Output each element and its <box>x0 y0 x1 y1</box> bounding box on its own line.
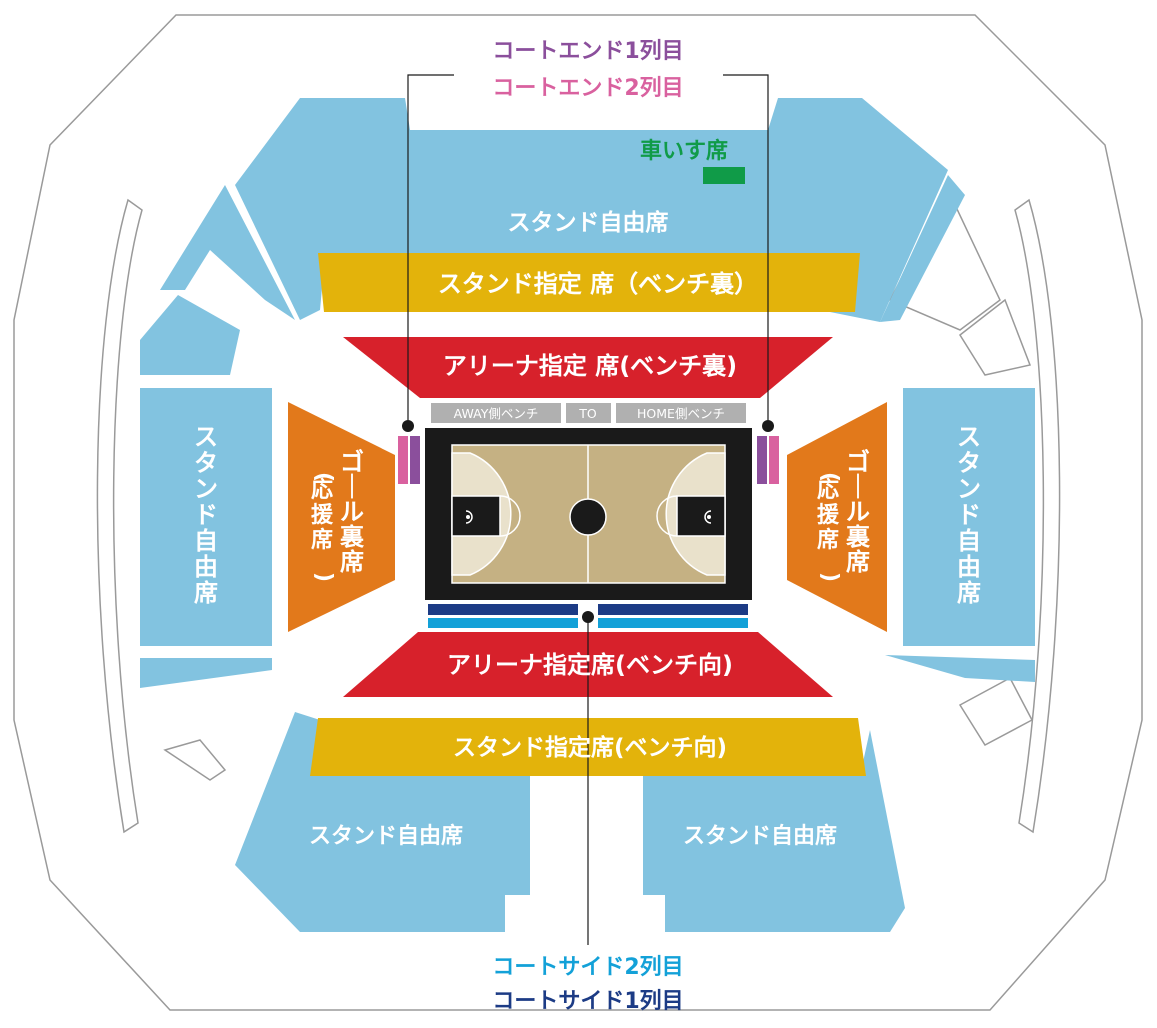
stand-free-bottom-left[interactable] <box>235 712 530 932</box>
arena-reserved-bench-front-label: アリーナ指定席(ベンチ向) <box>447 651 733 679</box>
corridor-left <box>96 198 143 834</box>
goal-back-right-main-label: ゴ｜ル裏席 <box>845 448 871 576</box>
stand-free-left-label: スタンド自由席 <box>194 423 218 607</box>
stand-free-right-lower-strip[interactable] <box>885 655 1035 682</box>
stand-free-right-block[interactable] <box>903 388 1035 646</box>
stand-free-top-label: スタンド自由席 <box>508 209 669 236</box>
venue-outline <box>13 14 1143 1011</box>
court-side-2-label: コートサイド2列目 <box>492 955 683 980</box>
home-bench-label-bg <box>616 403 746 423</box>
stand-free-bottom-left-label: スタンド自由席 <box>309 823 463 849</box>
arena-reserved-bench-back[interactable] <box>343 337 833 398</box>
stand-free-seating <box>140 98 1035 932</box>
court-side-row-2-right[interactable] <box>598 618 748 628</box>
goal-back-left-sub-label: (応援席) <box>311 472 336 582</box>
stand-free-bottom-right-label: スタンド自由席 <box>683 823 837 849</box>
away-bench-label-bg <box>431 403 561 423</box>
court-end-left-row-2[interactable] <box>398 436 408 484</box>
leader-dot-left <box>402 420 414 432</box>
stand-free-top-left-wedge[interactable] <box>160 185 295 320</box>
court-side-row-1-right[interactable] <box>598 604 748 615</box>
stand-free-top-right-wedge[interactable] <box>880 175 965 322</box>
leader-dot-bottom <box>582 611 594 623</box>
stand-free-top[interactable] <box>235 98 948 322</box>
leader-lines <box>407 74 769 945</box>
stand-reserved-bench-front-label: スタンド指定席(ベンチ向) <box>453 734 727 761</box>
court-side-1-label: コートサイド1列目 <box>492 989 683 1014</box>
arena-reserved-bench-back-label: アリーナ指定 席(ベンチ裏) <box>443 352 737 380</box>
corner-block-lower-right <box>958 676 1034 746</box>
to-label: TO <box>578 406 597 421</box>
stand-reserved-bench-back-label: スタンド指定 席（ベンチ裏） <box>438 270 758 298</box>
court-side-row-1-left[interactable] <box>428 604 578 615</box>
stand-free-left-block[interactable] <box>140 388 272 646</box>
leader-dot-right <box>762 420 774 432</box>
wheelchair-label: 車いす席 <box>640 138 728 164</box>
goal-back-right[interactable] <box>787 402 887 632</box>
court-end-right-row-2[interactable] <box>769 436 779 484</box>
corner-block-upper-right-2 <box>959 298 1032 376</box>
stand-reserved-bench-back[interactable] <box>318 253 860 312</box>
court-end-left-row-1[interactable] <box>410 436 420 484</box>
goal-back-right-sub-label: (応援席) <box>817 472 842 582</box>
away-bench-label: AWAY側ベンチ <box>454 406 539 421</box>
court-side-row-2-left[interactable] <box>428 618 578 628</box>
corner-block-lower-left <box>163 739 227 781</box>
home-bench-label: HOME側ベンチ <box>637 406 725 421</box>
stand-free-left-lower-strip[interactable] <box>140 658 272 688</box>
court-end-1-label: コートエンド1列目 <box>492 39 683 64</box>
court-end-2-label: コートエンド2列目 <box>492 76 683 101</box>
stand-free-bottom-right[interactable] <box>643 730 905 932</box>
center-circle <box>569 498 607 536</box>
stand-free-right-label: スタンド自由席 <box>957 423 981 607</box>
to-label-bg <box>566 403 611 423</box>
basketball-court <box>425 428 752 600</box>
wheelchair-seat-marker[interactable] <box>703 167 745 184</box>
stand-free-left-upper-strip[interactable] <box>140 295 240 375</box>
corridor-right <box>1014 198 1061 834</box>
goal-back-left-main-label: ゴ｜ル裏席 <box>339 448 365 576</box>
court-end-right-row-1[interactable] <box>757 436 767 484</box>
goal-back-left[interactable] <box>288 402 395 632</box>
